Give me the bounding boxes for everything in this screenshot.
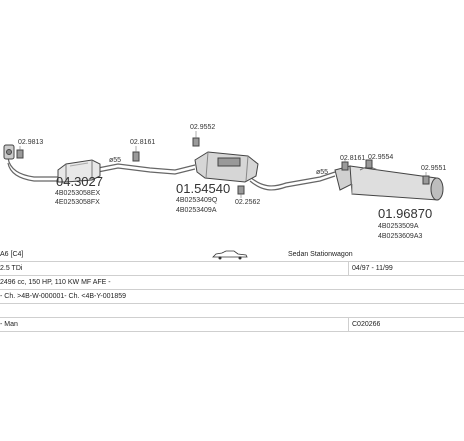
table-row	[0, 304, 464, 318]
oem-number: 4B0253409Q	[176, 197, 218, 204]
front-flange	[3, 144, 15, 160]
catalytic-converter	[57, 159, 101, 183]
table-row: - Man C020266	[0, 318, 464, 332]
part-number: 01.96870	[378, 206, 432, 221]
engine-cell: 2.5 TDi	[0, 265, 23, 272]
rear-silencer	[334, 165, 444, 201]
body-type-cell: Sedan Stationwagon	[288, 251, 353, 258]
oem-number: 4B0253509A	[378, 223, 419, 230]
table-row: 2496 cc, 150 HP, 110 KW MF AFE -	[0, 276, 464, 290]
oem-number: 4B0253409A	[176, 207, 217, 214]
car-silhouette-icon	[212, 250, 248, 260]
part-number: 01.54540	[176, 181, 230, 196]
fitting-label: 02.8161	[130, 139, 155, 146]
fitting-label: 02.8161	[340, 155, 365, 162]
diameter-label: ø55	[316, 169, 328, 176]
model-cell: A6 [C4]	[0, 251, 24, 258]
fitting-label: 02.9554	[368, 154, 393, 161]
exhaust-diagram: 02.9813 02.8161 02.9552 02.2562 02.8161 …	[3, 124, 446, 240]
column-divider	[348, 318, 349, 331]
table-row: - Ch. >4B-W-000001- Ch. <4B-Y-001859	[0, 290, 464, 304]
oem-number: 4B0253609A3	[378, 233, 422, 240]
table-row: A6 [C4] Sedan Stationwagon	[0, 248, 464, 262]
column-divider	[348, 262, 349, 275]
oem-number: 4B0253058EX	[55, 190, 100, 197]
rubber-mounts	[16, 137, 430, 195]
part-number: 04.3027	[56, 174, 103, 189]
code-cell: C020266	[352, 321, 381, 328]
oem-number: 4E0253058FX	[55, 199, 100, 206]
specs-cell: 2496 cc, 150 HP, 110 KW MF AFE -	[0, 279, 111, 286]
exhaust-pipe	[7, 157, 336, 191]
period-cell: 04/97 - 11/99	[352, 265, 393, 272]
table-row: 2.5 TDi 04/97 - 11/99	[0, 262, 464, 276]
diameter-label: ø55	[109, 157, 121, 164]
maker-cell: - Man	[0, 321, 18, 328]
fitting-label: 02.2562	[235, 199, 260, 206]
fitting-label: 02.9813	[18, 139, 43, 146]
chassis-cell: - Ch. >4B-W-000001- Ch. <4B-Y-001859	[0, 293, 127, 300]
fitting-label: 02.9552	[190, 124, 215, 131]
fitting-label: 02.9551	[421, 165, 446, 172]
vehicle-info-table: A6 [C4] Sedan Stationwagon 2.5 TDi 04/97…	[0, 248, 464, 338]
center-silencer	[194, 151, 259, 183]
leader-lines	[19, 131, 427, 198]
